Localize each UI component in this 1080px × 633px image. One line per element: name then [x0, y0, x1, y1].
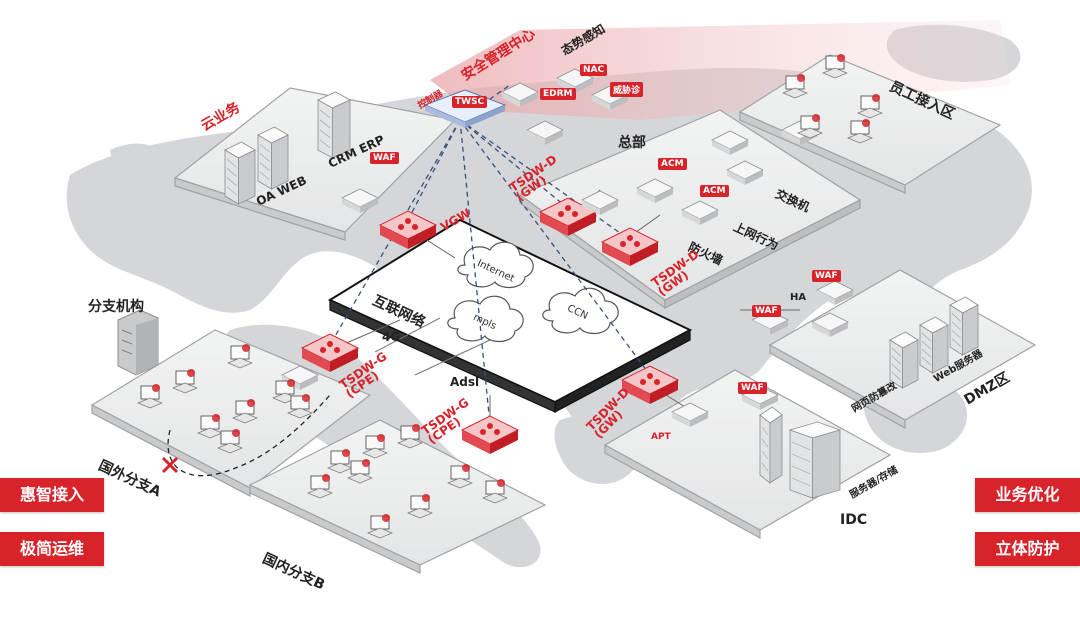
sdwan-box-vgw	[378, 210, 438, 249]
business-optimization-badge: 业务优化	[975, 478, 1080, 512]
terminal-pc-17	[782, 74, 808, 99]
terminal-pc-1	[172, 369, 198, 394]
sdwan-devices	[300, 197, 680, 454]
terminal-pc-18	[822, 54, 848, 79]
network-device-10	[816, 280, 854, 305]
server-rack-3	[889, 331, 919, 389]
edrm-tag: EDRM	[540, 88, 576, 100]
terminal-pc-3	[197, 414, 223, 439]
branch-building-icon	[117, 309, 159, 376]
terminal-pc-12	[347, 459, 373, 484]
simple-ops-badge: 极简运维	[0, 532, 104, 566]
terminal-pc-8	[327, 449, 353, 474]
terminal-pc-13	[447, 464, 473, 489]
terminal-pc-19	[857, 94, 883, 119]
terminal-pc-20	[797, 114, 823, 139]
broken-link-x-icon	[161, 456, 179, 474]
acm-tag-2: ACM	[700, 185, 729, 197]
network-device-16	[711, 130, 749, 155]
zone-label-branch: 分支机构	[88, 299, 144, 315]
label-ha: HA	[790, 292, 807, 303]
network-device-13	[581, 190, 619, 215]
server-rack-2	[317, 91, 351, 159]
nac-tag: NAC	[580, 64, 608, 76]
network-device-7	[741, 385, 779, 410]
terminal-pc-14	[367, 514, 393, 539]
network-device-11	[636, 178, 674, 203]
server-rack-1	[257, 126, 289, 190]
server-rack-6	[759, 406, 783, 484]
network-device-6	[671, 402, 709, 427]
sandbox-tag: 威胁诊	[610, 82, 644, 97]
sdwan-box-tsdwg-1	[300, 333, 360, 372]
waf-tag-cloud: WAF	[370, 152, 399, 164]
network-device-9	[811, 312, 849, 337]
label-adsl: Adsl	[450, 375, 480, 389]
waf-tag-ha-2: WAF	[812, 270, 841, 282]
label-apt: APT	[651, 432, 671, 442]
internet-platform-lines	[374, 317, 491, 376]
acm-tag-1: ACM	[658, 158, 687, 170]
waf-tag-idc: WAF	[738, 382, 767, 394]
terminal-pc-16	[482, 479, 508, 504]
network-device-1	[526, 120, 564, 145]
zone-label-idc: IDC	[840, 512, 868, 528]
zone-label-hq: 总部	[618, 135, 646, 151]
cloud-mpls	[447, 295, 524, 342]
sdwan-box-tsdwd-2	[600, 227, 660, 266]
terminal-pc-2	[227, 344, 253, 369]
server-rack-7	[788, 421, 842, 499]
branch-terminals	[137, 54, 883, 539]
terminal-pc-10	[397, 424, 423, 449]
broken-link	[167, 394, 331, 477]
server-racks	[224, 91, 979, 499]
terminal-pc-7	[287, 394, 313, 419]
server-rack-5	[949, 296, 979, 356]
network-clouds	[447, 241, 619, 342]
sdwan-box-tsdwd-3	[620, 365, 680, 404]
terminal-pc-11	[307, 474, 333, 499]
terminal-pc-0	[137, 384, 163, 409]
network-device-12	[681, 200, 719, 225]
defense-badge: 立体防护	[975, 532, 1080, 566]
sdwan-box-tsdwg-2	[460, 415, 520, 454]
server-rack-4	[919, 316, 949, 374]
cloud-internet	[457, 241, 534, 288]
terminal-pc-21	[847, 119, 873, 144]
terminal-pc-15	[407, 494, 433, 519]
waf-tag-ha-1: WAF	[752, 305, 781, 317]
terminal-pc-4	[232, 399, 258, 424]
twsc-tag: TWSC	[452, 96, 488, 108]
terminal-pc-6	[217, 429, 243, 454]
network-device-0	[341, 188, 379, 213]
terminal-pc-9	[362, 434, 388, 459]
label-4g: 4G	[382, 330, 401, 344]
server-rack-0	[224, 141, 256, 205]
cloud-ccn	[542, 287, 619, 334]
network-device-14	[726, 160, 764, 185]
network-device-2	[501, 82, 539, 107]
smart-access-badge: 惠智接入	[0, 478, 104, 512]
